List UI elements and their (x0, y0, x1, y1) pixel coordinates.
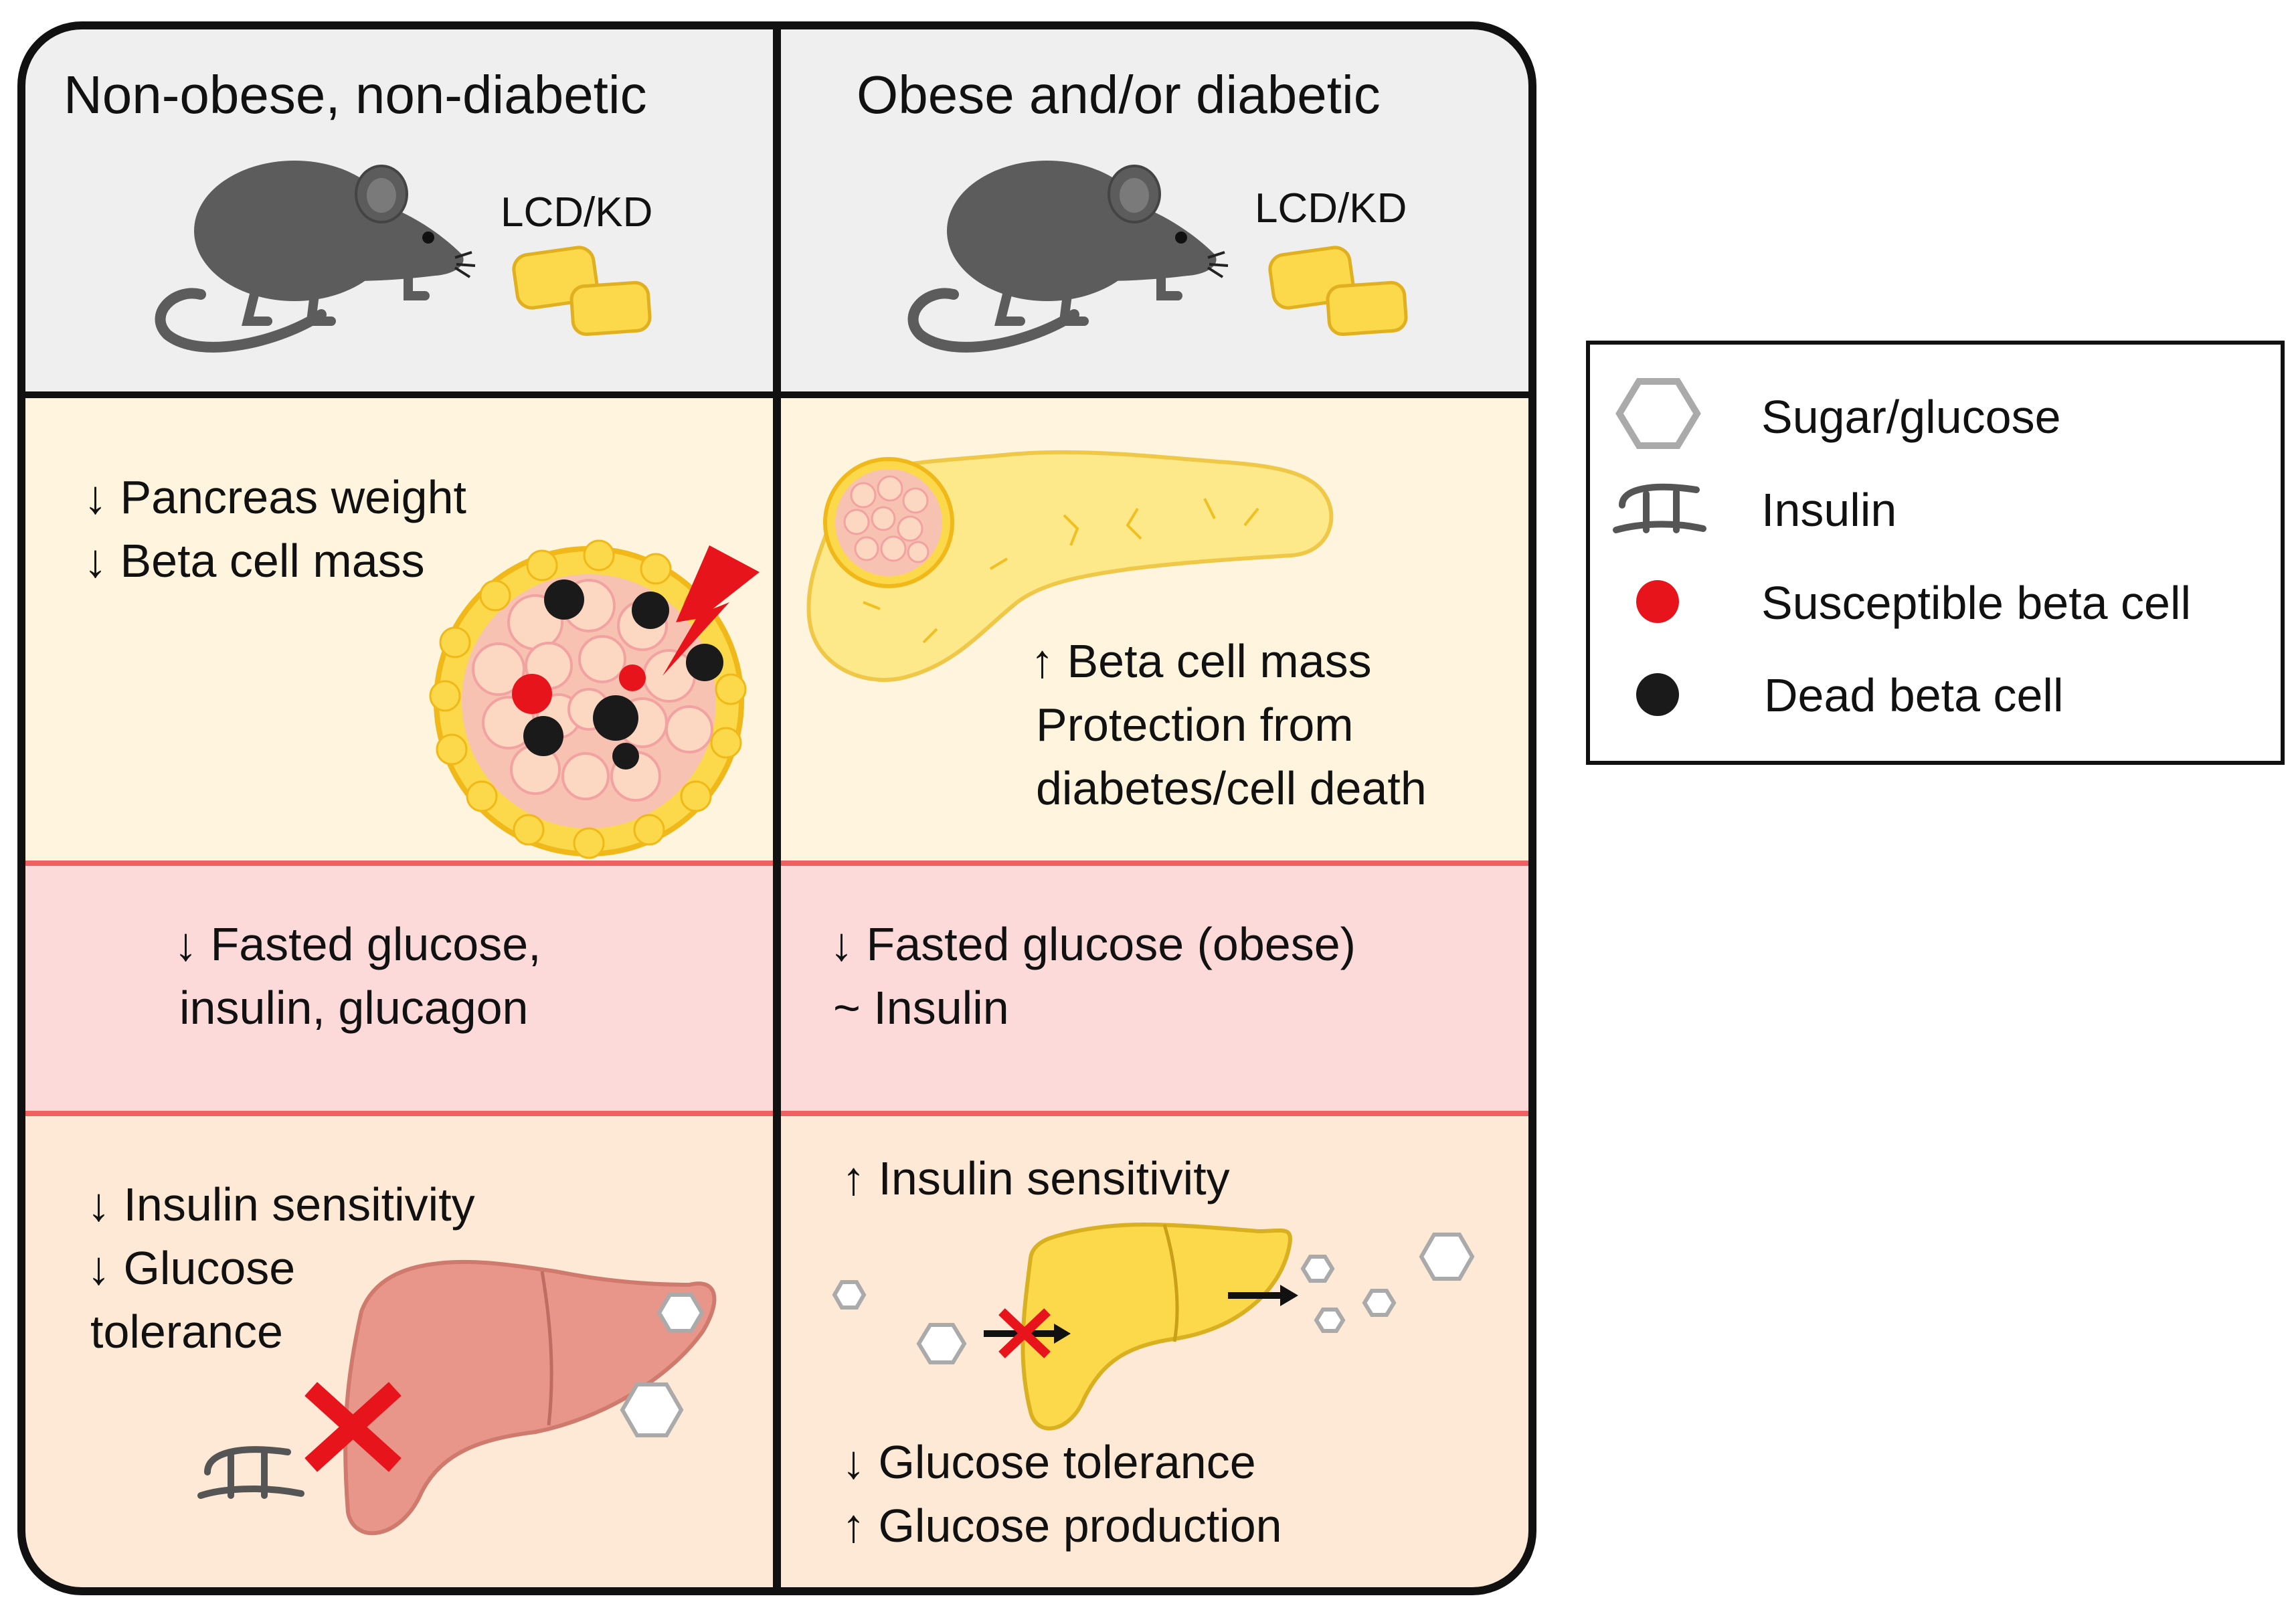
diet-label-right: LCD/KD (1255, 185, 1407, 232)
susceptible-cell (619, 664, 646, 691)
insulin-icon (1613, 483, 1706, 533)
panel-border (17, 21, 1536, 1595)
mouse-icon (907, 161, 1229, 353)
cheese-icon (512, 246, 652, 337)
left-pancreas-line1: ↓ Pancreas weight (84, 471, 466, 523)
right-liver-line3: ↑ Glucose production (842, 1500, 1282, 1552)
left-pancreas-line2: ↓ Beta cell mass (84, 535, 425, 587)
legend-label-glucose: Sugar/glucose (1761, 391, 2061, 443)
insulin-icon (197, 1446, 304, 1499)
red-cross-icon (998, 1308, 1051, 1358)
islet-icon (429, 539, 760, 859)
left-blood-line2: insulin, glucagon (179, 982, 529, 1034)
right-pancreas-line3: diabetes/cell death (1036, 762, 1427, 814)
black-dot-icon (1636, 673, 1679, 716)
left-liver-line3: tolerance (90, 1306, 283, 1358)
hexagon-icon (1615, 378, 1701, 449)
susceptible-cell (512, 674, 552, 714)
right-liver-line2: ↓ Glucose tolerance (842, 1436, 1256, 1488)
lightning-icon (663, 545, 760, 676)
right-blood-line1: ↓ Fasted glucose (obese) (830, 918, 1356, 970)
red-cross-icon (304, 1382, 402, 1472)
liver-icon (343, 1259, 717, 1536)
right-blood-line2: ~ Insulin (833, 982, 1009, 1034)
left-blood-line1: ↓ Fasted glucose, (174, 918, 541, 970)
mouse-icon (155, 161, 476, 353)
hexagon-icon (620, 1293, 705, 1437)
left-liver-line1: ↓ Insulin sensitivity (87, 1178, 475, 1231)
column-title-left: Non-obese, non-diabetic (64, 65, 647, 124)
right-pancreas-line2: Protection from (1036, 699, 1354, 751)
right-liver-line1: ↑ Insulin sensitivity (842, 1152, 1230, 1204)
dead-cells (523, 579, 723, 770)
legend-label-insulin: Insulin (1761, 484, 1897, 536)
legend-box (1586, 341, 2285, 765)
column-title-right: Obese and/or diabetic (857, 65, 1381, 124)
pancreas-icon (806, 450, 1334, 683)
diet-label-left: LCD/KD (501, 189, 653, 236)
red-dot-icon (1636, 580, 1679, 623)
cheese-icon (1268, 246, 1408, 337)
hexagon-icon (832, 1233, 1475, 1364)
legend-label-dead: Dead beta cell (1764, 669, 2064, 721)
right-pancreas-line1: ↑ Beta cell mass (1031, 635, 1372, 687)
left-liver-line2: ↓ Glucose (87, 1242, 296, 1294)
legend-label-susceptible: Susceptible beta cell (1761, 577, 2192, 629)
